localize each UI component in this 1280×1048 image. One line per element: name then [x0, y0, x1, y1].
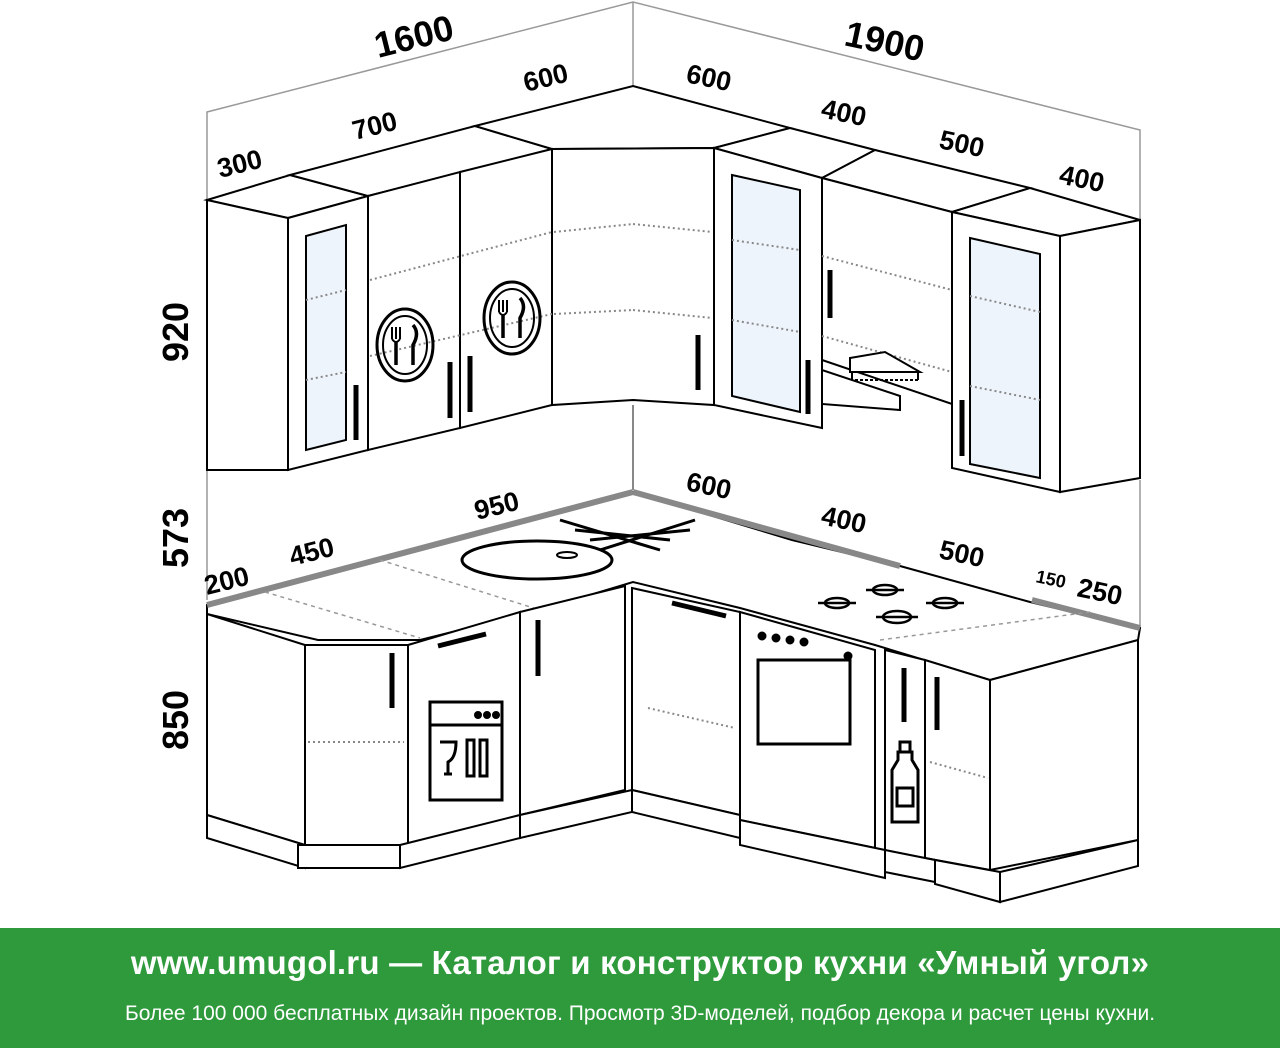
kitchen-drawing: 1600 1900 300 700 600 600 400 500 400 92… — [155, 1, 1142, 904]
dim-base-500: 500 — [937, 535, 987, 574]
dim-upper-700: 700 — [349, 106, 400, 146]
dim-upper-corner-left-600: 600 — [520, 58, 571, 98]
base-cabinets — [206, 584, 1139, 904]
dim-top-total-left: 1600 — [370, 7, 458, 66]
dim-upper-400a: 400 — [819, 94, 869, 133]
dim-upper-300: 300 — [214, 144, 265, 184]
dim-height-upper: 920 — [155, 302, 196, 362]
upper-handles — [353, 270, 965, 456]
dim-base-250: 250 — [1075, 573, 1125, 612]
dishwasher-icon — [428, 700, 504, 802]
dim-upper-400b: 400 — [1057, 160, 1107, 199]
dim-base-450: 450 — [286, 532, 337, 572]
oven-icon — [756, 631, 853, 746]
glass-panes — [305, 173, 1041, 480]
sink-icon — [460, 518, 696, 581]
dim-height-base: 850 — [155, 690, 196, 750]
dim-base-950: 950 — [471, 486, 522, 526]
kitchen-diagram: 1600 1900 300 700 600 600 400 500 400 92… — [155, 1, 1142, 904]
footer-title[interactable]: www.umugol.ru — Каталог и конструктор ку… — [0, 944, 1280, 982]
dim-upper-corner-right-600: 600 — [684, 59, 734, 98]
dim-upper-500: 500 — [937, 125, 987, 164]
dim-base-400: 400 — [819, 501, 869, 540]
countertop-seams — [264, 559, 1091, 641]
dim-top-total-right: 1900 — [841, 13, 928, 70]
gas-hob-icon — [818, 583, 964, 625]
site-link[interactable]: www.umugol.ru — Каталог и конструктор ку… — [130, 944, 1150, 981]
dim-height-gap: 573 — [155, 508, 196, 568]
footer-subtitle: Более 100 000 бесплатных дизайн проектов… — [124, 1002, 1156, 1025]
dim-base-600: 600 — [684, 467, 734, 506]
dim-base-150: 150 — [1034, 566, 1068, 592]
dimension-lines — [206, 1, 1141, 628]
promo-footer: www.umugol.ru — Каталог и конструктор ку… — [0, 928, 1280, 1048]
base-shelf-lines — [308, 707, 989, 779]
bottle-icon — [890, 740, 920, 824]
range-hood-icon — [821, 350, 924, 412]
base-handles — [389, 600, 940, 730]
